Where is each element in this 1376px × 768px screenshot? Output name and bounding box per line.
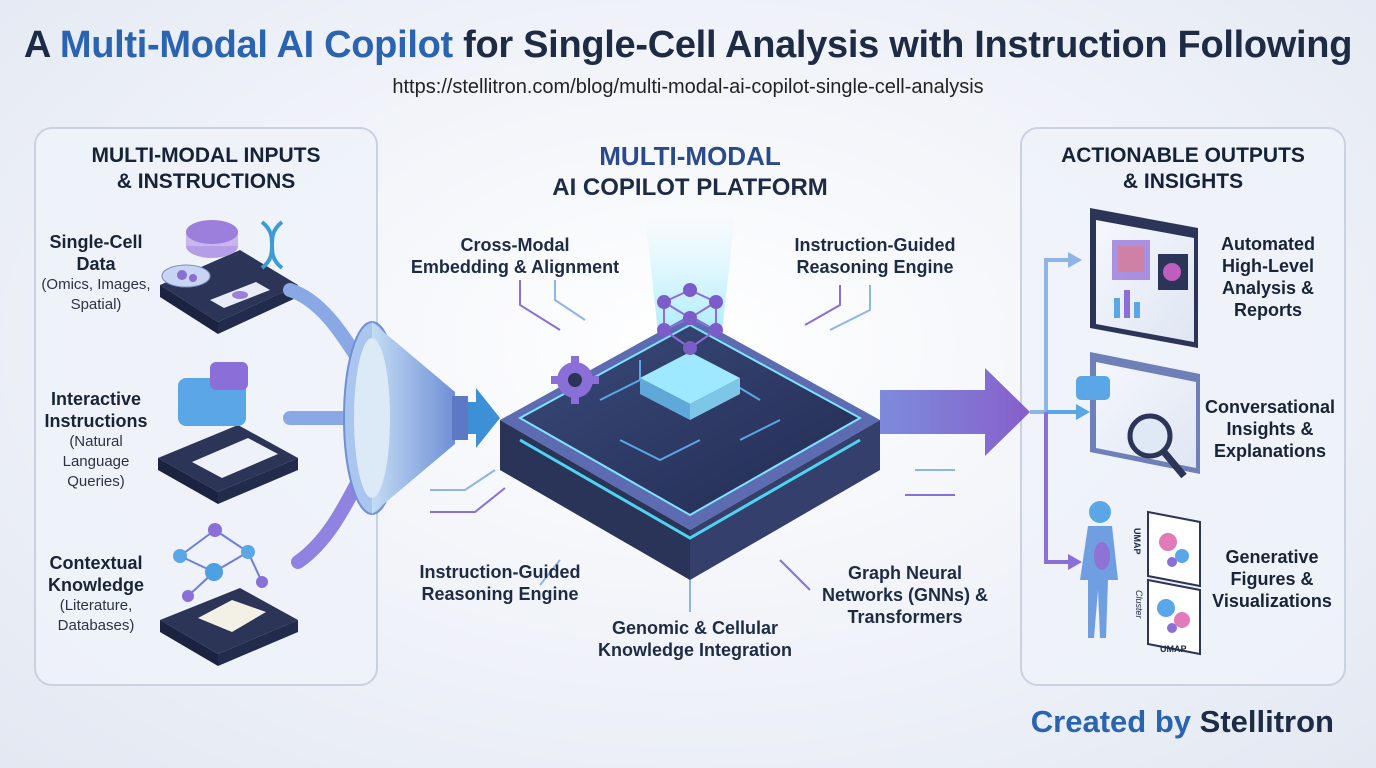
page-title: A Multi-Modal AI Copilot for Single-Cell… <box>0 24 1376 67</box>
platform-title: MULTI-MODAL AI COPILOT PLATFORM <box>480 140 900 204</box>
label-genomic-knowledge: Genomic & Cellular Knowledge Integration <box>585 617 805 661</box>
cross-modal-line2: Embedding & Alignment <box>410 257 620 277</box>
contextual-sub1: (Literature, <box>59 597 133 614</box>
output-figures-label: Generative Figures & Visualizations <box>1204 546 1340 612</box>
funnel-icon <box>343 321 468 515</box>
reasoning-bottom-line2: Reasoning Engine <box>421 584 579 604</box>
input-interactive-label: Interactive Instructions (Natural Langua… <box>38 388 154 492</box>
platform-title-line2: AI COPILOT PLATFORM <box>552 174 828 201</box>
inputs-title-line2: & INSTRUCTIONS <box>116 170 296 193</box>
single-cell-line1: Single-Cell <box>49 232 143 252</box>
interactive-sub1: (Natural <box>69 433 123 450</box>
umap-side-label: Cluster <box>1134 590 1144 620</box>
title-rest: for Single-Cell Analysis with Instructio… <box>463 24 1353 66</box>
analysis-line4: Reports <box>1233 300 1302 320</box>
output-branch-arrows <box>1030 252 1090 570</box>
single-cell-line2: Data <box>76 254 116 274</box>
label-reasoning-top: Instruction-Guided Reasoning Engine <box>760 234 990 278</box>
report-dashboard-icon <box>1090 208 1198 348</box>
footer-brand[interactable]: Stellitron <box>1199 704 1334 739</box>
outputs-panel-title: ACTIONABLE OUTPUTS & INSIGHTS <box>1022 143 1344 195</box>
contextual-sub2: Databases) <box>57 617 135 634</box>
interactive-sub3: Queries) <box>67 473 125 490</box>
title-prefix: A <box>23 24 50 66</box>
figures-line3: Visualizations <box>1212 591 1332 611</box>
outputs-title-line2: & INSIGHTS <box>1122 170 1244 193</box>
conversation-magnifier-icon <box>1076 352 1200 479</box>
interactive-line2: Instructions <box>44 411 148 431</box>
output-analysis-label: Automated High-Level Analysis & Reports <box>1206 233 1330 321</box>
gnn-line3: Transformers <box>847 607 963 627</box>
single-cell-sub1: (Omics, Images, <box>41 276 151 293</box>
single-cell-sub2: Spatial) <box>70 296 122 313</box>
conversational-line2: Insights & <box>1226 419 1314 439</box>
inputs-title-line1: MULTI-MODAL INPUTS <box>91 144 321 167</box>
circuit-traces <box>430 280 955 612</box>
footer-prefix: Created by <box>1030 704 1192 739</box>
single-cell-data-icon <box>160 220 298 334</box>
label-gnn-transformers: Graph Neural Networks (GNNs) & Transform… <box>815 562 995 628</box>
cross-modal-line1: Cross-Modal <box>460 235 570 255</box>
umap-plot-icon: UMAP Cluster UMAP <box>1132 510 1201 656</box>
human-body-figure-icon <box>1080 501 1118 638</box>
title-highlight: Multi-Modal AI Copilot <box>59 24 453 66</box>
analysis-line3: Analysis & <box>1221 278 1315 298</box>
interactive-sub2: Language <box>62 453 130 470</box>
contextual-knowledge-icon <box>160 523 298 666</box>
gnn-line1: Graph Neural <box>847 563 963 583</box>
reasoning-top-line2: Reasoning Engine <box>796 257 954 277</box>
outputs-title-line1: ACTIONABLE OUTPUTS <box>1061 144 1305 167</box>
contextual-line2: Knowledge <box>47 575 144 595</box>
reasoning-bottom-line1: Instruction-Guided <box>419 562 581 582</box>
input-single-cell-label: Single-Cell Data (Omics, Images, Spatial… <box>38 231 154 315</box>
neural-network-icon <box>657 283 723 355</box>
analysis-line2: High-Level <box>1221 256 1314 276</box>
output-conversational-label: Conversational Insights & Explanations <box>1200 396 1340 462</box>
ai-chip-platform <box>500 315 880 580</box>
label-cross-modal: Cross-Modal Embedding & Alignment <box>400 234 630 278</box>
source-url[interactable]: https://stellitron.com/blog/multi-modal-… <box>392 76 984 98</box>
inputs-panel-title: MULTI-MODAL INPUTS & INSTRUCTIONS <box>36 143 376 195</box>
contextual-line1: Contextual <box>49 553 143 573</box>
funnel-to-chip-arrow <box>468 388 500 448</box>
conversational-line1: Conversational <box>1204 397 1336 417</box>
umap-top-label: UMAP <box>1132 528 1142 555</box>
light-beam <box>645 215 735 350</box>
platform-title-line1: MULTI-MODAL <box>599 141 781 171</box>
conversational-line3: Explanations <box>1213 441 1327 461</box>
reasoning-top-line1: Instruction-Guided <box>794 235 956 255</box>
chip-to-outputs-arrow <box>880 368 1030 456</box>
umap-bottom-label: UMAP <box>1160 644 1187 654</box>
analysis-line1: Automated <box>1221 234 1315 254</box>
footer-credit: Created by Stellitron <box>1031 704 1334 740</box>
label-reasoning-bottom: Instruction-Guided Reasoning Engine <box>400 561 600 605</box>
genomic-line2: Knowledge Integration <box>597 640 792 660</box>
figures-line2: Figures & <box>1230 569 1314 589</box>
interactive-instructions-icon <box>158 362 298 504</box>
gnn-line2: Networks (GNNs) & <box>821 585 989 605</box>
input-contextual-label: Contextual Knowledge (Literature, Databa… <box>38 552 154 636</box>
interactive-line1: Interactive <box>50 389 142 409</box>
gear-icon <box>551 356 599 404</box>
genomic-line1: Genomic & Cellular <box>611 618 779 638</box>
figures-line1: Generative <box>1225 547 1319 567</box>
